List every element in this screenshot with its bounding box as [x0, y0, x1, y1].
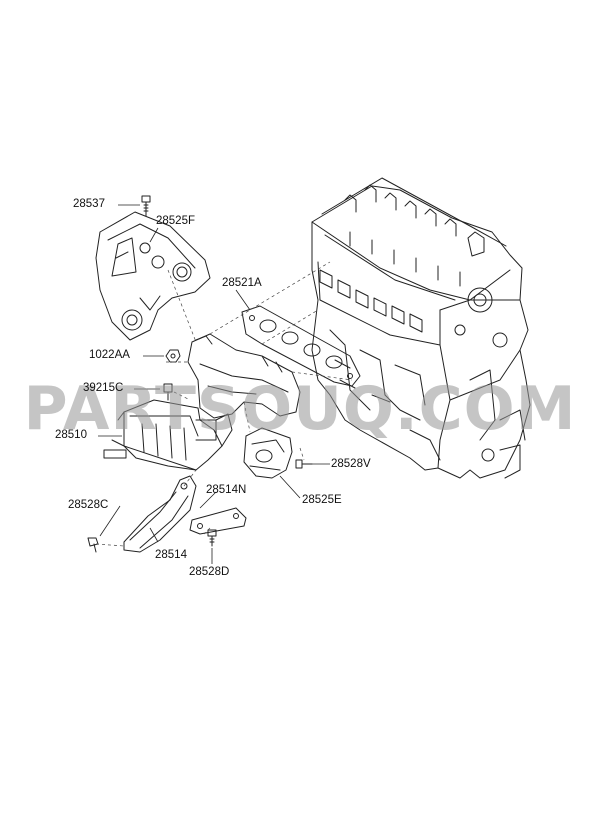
callout-28537[interactable]: 28537 [73, 198, 105, 210]
callout-39215c[interactable]: 39215C [83, 382, 124, 394]
nut-1022aa [165, 349, 181, 363]
heat-shield-upper [95, 211, 211, 341]
callout-28528c[interactable]: 28528C [68, 499, 109, 511]
callout-28525e[interactable]: 28525E [302, 494, 342, 506]
alignment-lines [95, 261, 353, 547]
heat-shield-lower [243, 427, 293, 479]
bolt-28537 [141, 195, 151, 217]
callout-28514n[interactable]: 28514N [206, 484, 247, 496]
leader-lines [98, 204, 330, 564]
bolt-28528c [87, 537, 99, 553]
exhaust-manifold-catalyst [103, 333, 301, 471]
callout-28528v[interactable]: 28528V [331, 458, 371, 470]
bracket-small [189, 507, 247, 535]
bolt-28528d [207, 529, 217, 547]
bolt-39215c [163, 383, 173, 401]
callout-28510[interactable]: 28510 [55, 429, 87, 441]
callout-28514[interactable]: 28514 [155, 549, 187, 561]
bolt-28528v [295, 459, 313, 469]
callout-28521a[interactable]: 28521A [222, 277, 262, 289]
watermark: PARTSOUQ.COM [23, 374, 577, 444]
manifold-gasket [241, 305, 361, 387]
callout-28528d[interactable]: 28528D [189, 566, 230, 578]
engine-block [311, 177, 531, 479]
callout-28525f[interactable]: 28525F [156, 215, 196, 227]
callout-1022aa[interactable]: 1022AA [89, 349, 130, 361]
bracket-main [123, 475, 197, 553]
